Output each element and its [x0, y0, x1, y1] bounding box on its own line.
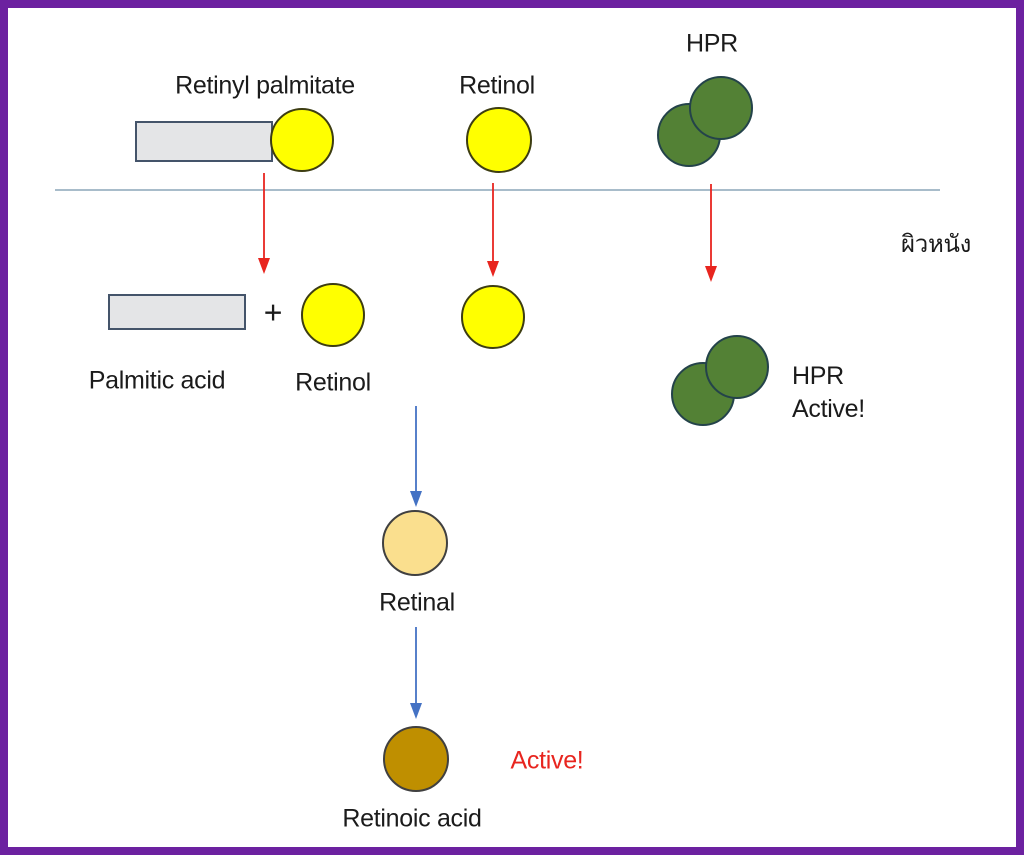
retinol-top-label: Retinol — [459, 71, 535, 100]
retinol-released-circle — [301, 283, 365, 347]
retinol-below-circle — [461, 285, 525, 349]
retinol-penetration-arrow — [487, 183, 499, 277]
retinoic-acid-circle — [383, 726, 449, 792]
hpr-top-front-circle — [689, 76, 753, 140]
palmitate-chain-rect-top — [135, 121, 273, 162]
hpr-active-front-circle — [705, 335, 769, 399]
palmitic-acid-rect — [108, 294, 246, 330]
hpr-penetration-arrow — [705, 184, 717, 282]
hpr-active-label-line2: Active! — [792, 395, 865, 423]
diagram-shapes-layer — [55, 76, 940, 792]
active-label: Active! — [510, 746, 584, 775]
hpr-top-label: HPR — [686, 29, 738, 58]
retinol-released-label: Retinol — [295, 368, 371, 397]
hpr-active-label-line1: HPR — [792, 362, 844, 390]
hpr-active-label: HPR Active! — [792, 360, 865, 426]
retinyl-palmitate-penetration-arrow — [258, 173, 270, 274]
retinal-to-retinoic-acid-arrow — [410, 627, 422, 719]
retinal-label: Retinal — [379, 588, 455, 617]
retinol-top-circle — [466, 107, 532, 173]
retinyl-palmitate-label: Retinyl palmitate — [175, 71, 355, 100]
retinal-circle — [382, 510, 448, 576]
skin-label: ผิวหนัง — [901, 229, 971, 258]
plus-sign: + — [263, 294, 283, 331]
palmitic-acid-label: Palmitic acid — [88, 366, 226, 395]
retinoic-acid-label: Retinoic acid — [342, 804, 482, 833]
retinol-to-retinal-arrow — [410, 406, 422, 507]
retinyl-palmitate-retinol-circle — [270, 108, 334, 172]
